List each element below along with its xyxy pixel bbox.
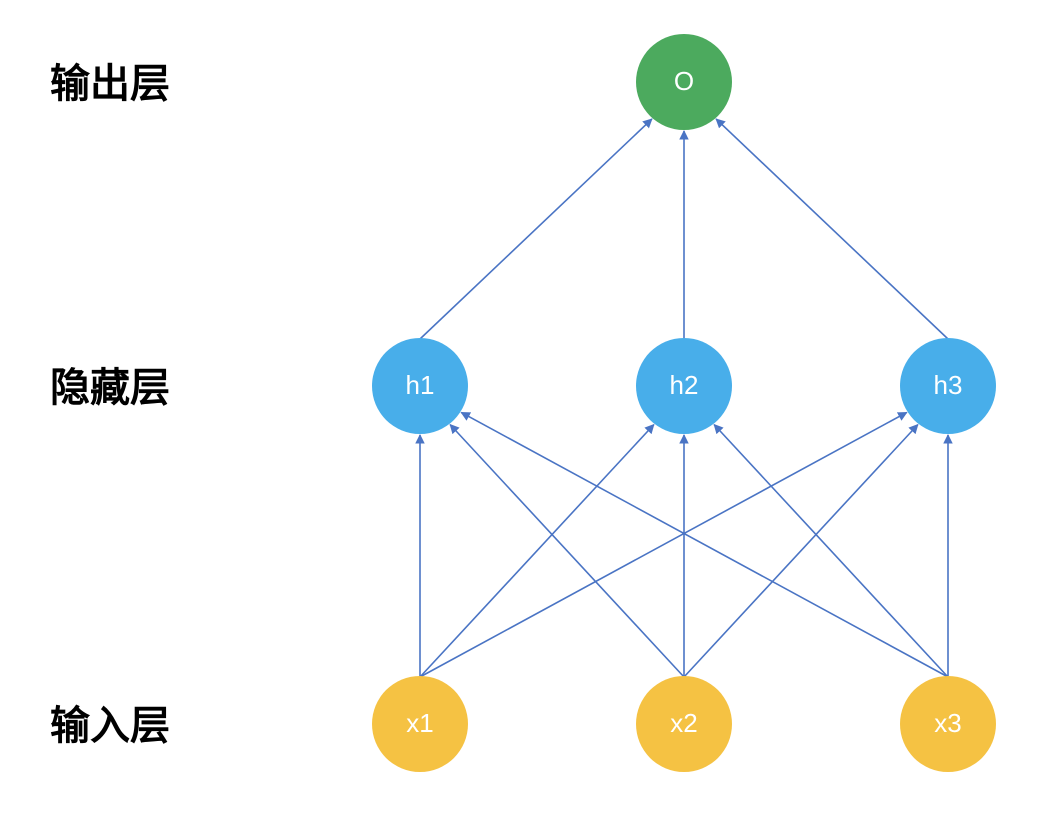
edge-x1-h3	[419, 411, 908, 678]
nodes: Oh1 h2 h3 x1 x2 x3	[372, 34, 996, 772]
edge-h1-o	[419, 118, 653, 340]
node-h1: h1	[372, 338, 468, 434]
node-label-o: O	[674, 66, 694, 96]
node-label-h3: h3	[934, 370, 963, 400]
edge-x1-h2	[419, 423, 655, 678]
node-label-h1: h1	[406, 370, 435, 400]
node-h2: h2	[636, 338, 732, 434]
node-circle-o	[636, 34, 732, 130]
node-label-h2: h2	[670, 370, 699, 400]
node-label-x3: x3	[934, 708, 961, 738]
node-circle-x3	[900, 676, 996, 772]
output-layer-label: 输出层	[50, 61, 170, 107]
node-circle-h2	[636, 338, 732, 434]
edge-x2-h1	[449, 423, 685, 678]
node-x2: x2	[636, 676, 732, 772]
edges	[415, 118, 953, 678]
node-x3: x3	[900, 676, 996, 772]
input-layer-label: 输入层	[50, 703, 170, 749]
hidden-layer-label: 隐藏层	[50, 365, 170, 411]
edge-h3-o	[715, 118, 949, 340]
edge-x3-h2	[713, 423, 949, 678]
node-label-x2: x2	[670, 708, 697, 738]
node-x1: x1	[372, 676, 468, 772]
node-circle-h1	[372, 338, 468, 434]
edge-x2-h3	[683, 423, 919, 678]
edge-x3-h1	[460, 411, 949, 678]
node-circle-h3	[900, 338, 996, 434]
node-circle-x1	[372, 676, 468, 772]
node-o: O	[636, 34, 732, 130]
node-circle-x2	[636, 676, 732, 772]
node-h3: h3	[900, 338, 996, 434]
node-label-x1: x1	[406, 708, 433, 738]
